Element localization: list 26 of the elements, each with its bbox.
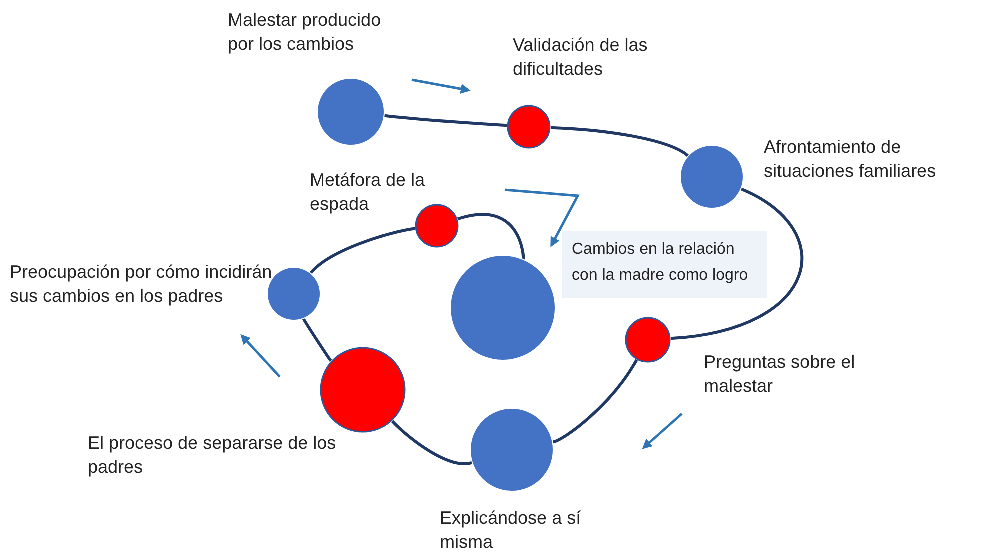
node-label: Malestar producido por los cambios: [228, 9, 382, 56]
large-circle: [450, 255, 556, 361]
node-label: Validación de las dificultades: [513, 34, 649, 81]
connector-line: [552, 359, 638, 444]
large-circle: [680, 145, 744, 209]
node-label: Afrontamiento de situaciones familiares: [764, 136, 938, 183]
small-circle: [320, 347, 406, 433]
small-circle: [625, 317, 671, 363]
large-circle: [470, 408, 554, 492]
connector-line: [670, 188, 804, 340]
node-label: Preocupación por cómo incidirán sus cambios en los padres: [10, 261, 274, 308]
connector-line: [310, 227, 416, 274]
node-text: Cambios en la relación con la madre como logro: [572, 240, 750, 286]
small-circle: [507, 105, 551, 149]
connector-line: [384, 114, 508, 128]
large-circle: [317, 78, 385, 146]
node-label: Explicándose a sí misma: [440, 507, 582, 554]
connector-line: [391, 420, 472, 466]
small-circle: [415, 204, 459, 248]
node-label: Preguntas sobre el malestar: [704, 351, 856, 398]
connector-line: [458, 213, 526, 260]
connector-line: [302, 318, 332, 362]
node-label: Metáfora de la espada: [310, 169, 426, 216]
node-label: El proceso de separarse de los padres: [88, 432, 338, 479]
text-panel: [562, 231, 767, 298]
connector-line: [550, 126, 689, 158]
